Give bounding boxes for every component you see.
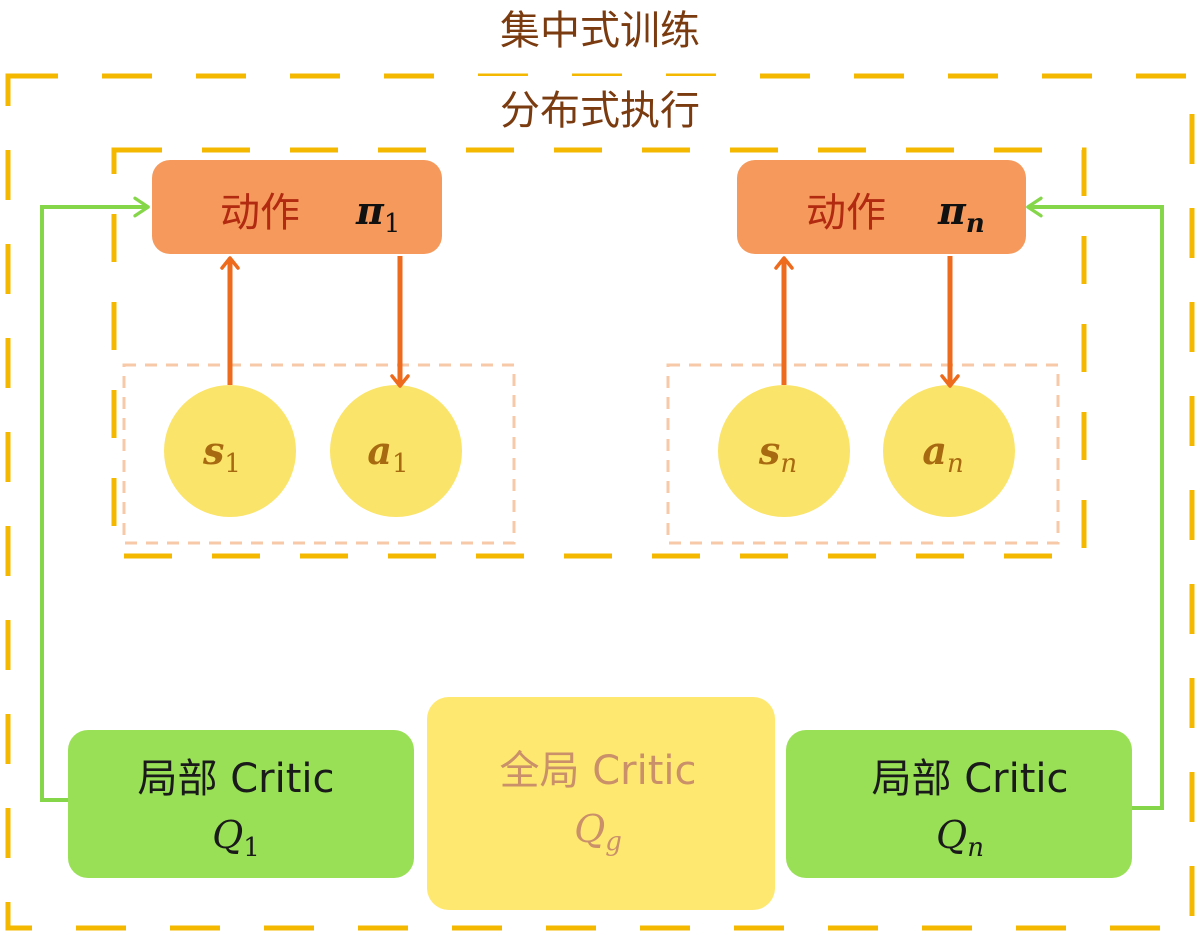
critic-1-to-policy-1-arrow bbox=[40, 196, 150, 802]
global-critic-q: Qg bbox=[574, 807, 622, 857]
agent-n-act-label: an bbox=[922, 428, 963, 479]
agent-1-act-label: a1 bbox=[367, 428, 408, 479]
local-critic-1-box bbox=[68, 730, 414, 878]
agent-1-action-box bbox=[152, 160, 442, 254]
agent-1-policy: π1 bbox=[355, 188, 400, 239]
local-critic-1-q: Q1 bbox=[212, 813, 260, 863]
inner-execution-frame bbox=[111, 147, 1087, 559]
local-critic-1-label: 局部 Critic bbox=[138, 756, 335, 802]
outer-title: 集中式训练 bbox=[500, 8, 700, 54]
agent-1-observation-pair bbox=[122, 363, 516, 545]
global-critic-box bbox=[427, 697, 775, 910]
agent-1-action-node bbox=[330, 385, 462, 517]
agent-n-observation-pair bbox=[666, 363, 1060, 545]
agent-n-policy: πn bbox=[937, 188, 985, 239]
global-critic-label: 全局 Critic bbox=[500, 748, 697, 794]
critic-n-to-policy-n-arrow bbox=[1026, 196, 1164, 810]
agent-n-action-label: 动作 bbox=[806, 190, 886, 236]
inner-title: 分布式执行 bbox=[500, 88, 700, 134]
agent-n-action-node bbox=[883, 385, 1015, 517]
agent-n-action-box bbox=[737, 160, 1026, 254]
agent-n-state-node bbox=[718, 385, 850, 517]
agent-1-state-label: s1 bbox=[202, 428, 241, 479]
local-critic-n-q: Qn bbox=[936, 813, 984, 863]
local-critic-n-box bbox=[786, 730, 1132, 878]
agent-1-action-label: 动作 bbox=[220, 190, 300, 236]
agent-n-state-label: sn bbox=[758, 428, 797, 479]
agent-1-state-node bbox=[164, 385, 296, 517]
local-critic-n-label: 局部 Critic bbox=[872, 756, 1069, 802]
